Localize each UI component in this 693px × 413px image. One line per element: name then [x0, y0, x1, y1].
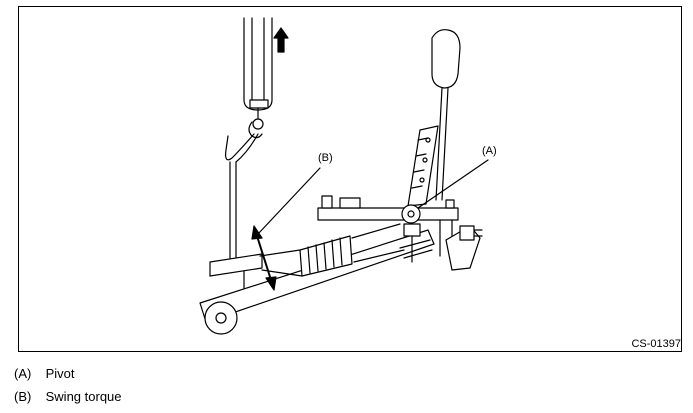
pull-gauge: [243, 17, 273, 111]
shift-lever: [407, 29, 461, 207]
legend-item-pivot: (A) Pivot: [14, 366, 75, 381]
swing-torque-arrow-icon: [251, 225, 277, 291]
figure-id: CS-01397: [631, 338, 681, 350]
select-housing: [445, 225, 483, 271]
pivot-joint: [399, 204, 433, 263]
figure-frame: [18, 6, 682, 352]
shift-rod: [199, 229, 435, 335]
callout-a-leader: [417, 159, 489, 209]
legend-label: Pivot: [45, 366, 75, 381]
legend-label: Swing torque: [45, 389, 122, 404]
callout-a-label: (A): [482, 145, 497, 157]
callout-b-label: (B): [318, 152, 333, 164]
callout-b-leader: [257, 167, 321, 235]
legend-key: (A): [14, 366, 32, 381]
rubber-boot: [259, 223, 405, 277]
mounting-bracket: [317, 195, 459, 257]
legend-key: (B): [14, 389, 32, 404]
legend-item-swing-torque: (B) Swing torque: [14, 389, 122, 404]
pull-direction-arrow-icon: [273, 27, 289, 53]
